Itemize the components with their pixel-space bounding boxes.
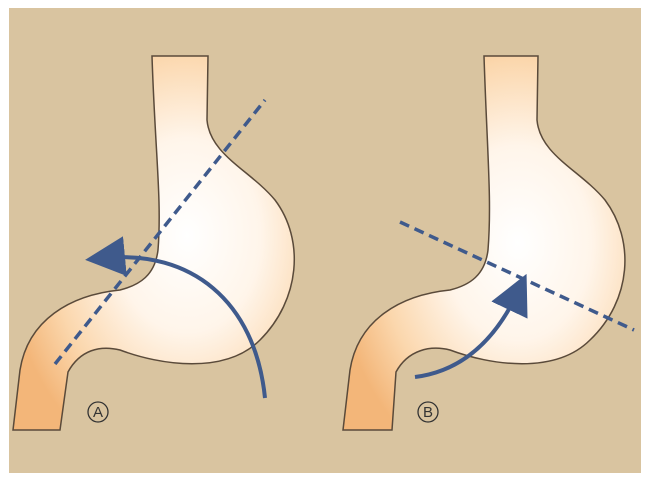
panel-a: A — [12, 55, 295, 431]
panel-label-a-text: A — [93, 404, 103, 421]
curved-arrow-b — [414, 273, 528, 379]
panel-label-b-text: B — [423, 404, 433, 421]
stomach-shape-b — [342, 55, 626, 431]
panel-label-a: A — [87, 401, 109, 423]
panel-label-b: B — [417, 401, 439, 423]
panel-b: B — [342, 55, 635, 431]
dashed-cut-line-a — [53, 98, 267, 366]
stomach-shape-a — [12, 55, 295, 431]
curved-arrow-a — [85, 236, 267, 399]
